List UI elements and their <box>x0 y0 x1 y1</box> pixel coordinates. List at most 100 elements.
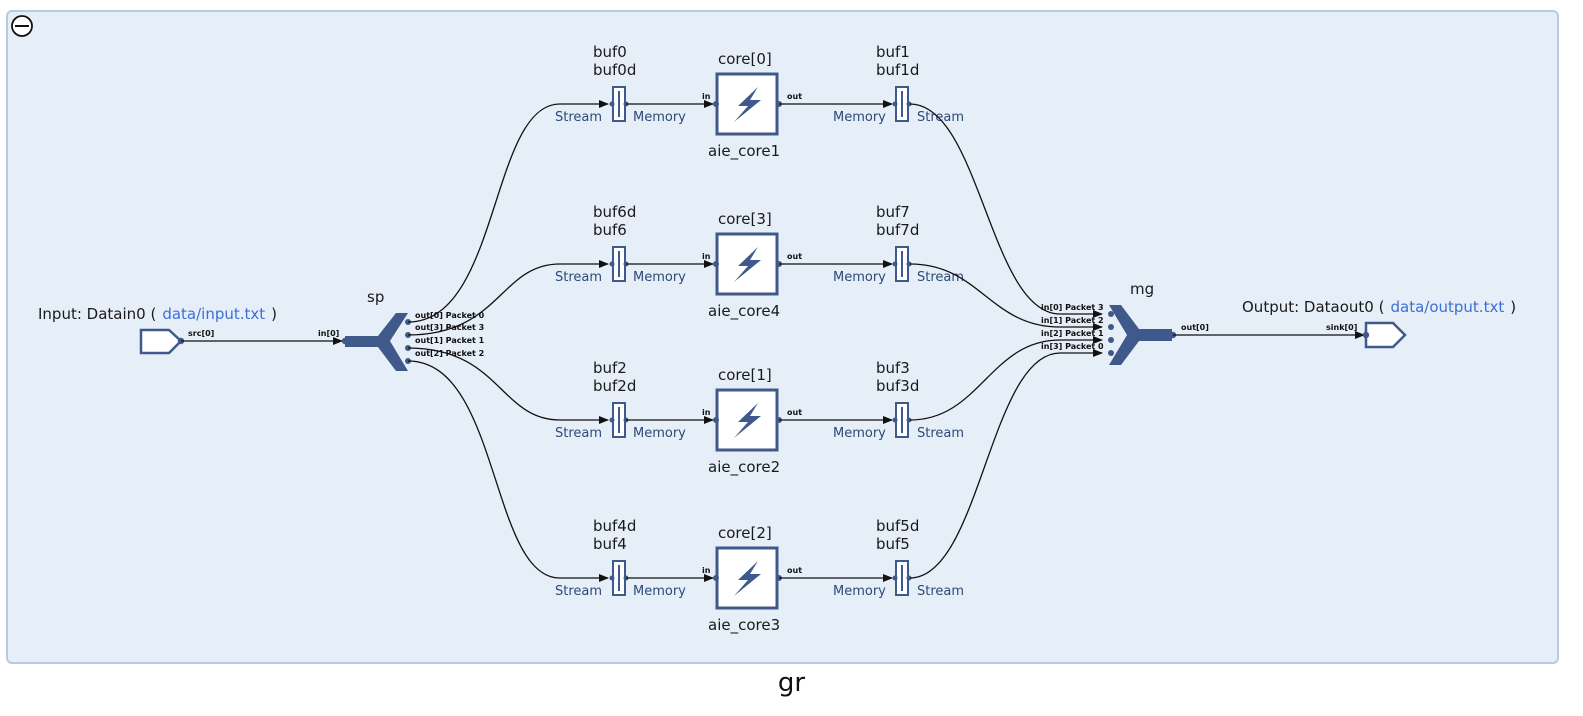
core-label: core[2] <box>718 524 772 542</box>
core-label: core[3] <box>718 210 772 228</box>
edge-splitter-buf2 <box>407 347 609 424</box>
stream-label: Stream <box>555 584 602 599</box>
merger-out-port: out[0] <box>1181 323 1209 332</box>
kernel-name: aie_core3 <box>708 616 780 635</box>
splitter-out-port: out[2] Packet 2 <box>415 349 484 358</box>
memory-label: Memory <box>633 426 686 441</box>
input-buffer-name: buf0d <box>593 61 636 79</box>
lightning-icon <box>734 561 761 596</box>
stream-label: Stream <box>555 270 602 285</box>
edge-splitter-buf6 <box>407 260 609 336</box>
input-node[interactable] <box>139 328 185 355</box>
input-buffer[interactable] <box>609 246 629 282</box>
input-buffer[interactable] <box>609 86 629 122</box>
input-buffer[interactable] <box>609 560 629 596</box>
merger-in-port: in[0] Packet 3 <box>1041 303 1104 312</box>
output-buffer-name: buf7d <box>876 221 919 239</box>
splitter-out-port: out[1] Packet 1 <box>415 336 485 345</box>
lightning-icon <box>734 403 761 438</box>
edge-splitter-buf0 <box>407 100 609 323</box>
merger-node[interactable] <box>1108 305 1177 365</box>
input-label: Input: Datain0 (data/input.txt) <box>38 305 277 323</box>
input-buffer-name: buf2d <box>593 377 636 395</box>
stream-label: Stream <box>917 270 964 285</box>
output-buffer-name: buf3 <box>876 359 910 377</box>
memory-label: Memory <box>833 584 886 599</box>
edge-buf1-merger <box>909 103 1103 318</box>
input-file-link[interactable]: data/input.txt <box>162 305 265 323</box>
input-buffer[interactable] <box>609 402 629 438</box>
memory-label: Memory <box>633 584 686 599</box>
memory-label: Memory <box>633 110 686 125</box>
merger-in-port: in[1] Packet 2 <box>1041 316 1104 325</box>
kernel-out-port: out <box>787 566 802 575</box>
kernel-name: aie_core1 <box>708 142 780 161</box>
kernel-in-port: in <box>702 252 711 261</box>
splitter-node[interactable] <box>341 313 411 371</box>
output-buffer-name: buf7 <box>876 203 910 221</box>
memory-label: Memory <box>833 426 886 441</box>
core-label: core[0] <box>718 50 772 68</box>
kernel-out-port: out <box>787 92 802 101</box>
kernel-node[interactable] <box>713 388 782 452</box>
output-buffer[interactable] <box>892 246 912 282</box>
input-buffer-name: buf0 <box>593 43 627 61</box>
stream-label: Stream <box>555 110 602 125</box>
memory-label: Memory <box>833 270 886 285</box>
input-buffer-name: buf2 <box>593 359 627 377</box>
output-buffer[interactable] <box>892 402 912 438</box>
output-buffer-name: buf5 <box>876 535 910 553</box>
output-file-link[interactable]: data/output.txt <box>1390 298 1504 316</box>
output-buffer-name: buf3d <box>876 377 919 395</box>
lightning-icon <box>734 87 761 122</box>
kernel-in-port: in <box>702 408 711 417</box>
input-buffer-name: buf4d <box>593 517 636 535</box>
output-buffer[interactable] <box>892 560 912 596</box>
memory-label: Memory <box>833 110 886 125</box>
splitter-label: sp <box>367 288 384 306</box>
edge-splitter-buf4 <box>407 360 609 582</box>
input-buffer-name: buf6 <box>593 221 627 239</box>
memory-label: Memory <box>633 270 686 285</box>
splitter-out-port: out[0] Packet 0 <box>415 311 485 320</box>
lightning-icon <box>734 247 761 282</box>
edge-buf5-merger <box>909 349 1103 579</box>
graph-title: gr <box>777 668 806 698</box>
graph-container <box>6 10 1559 664</box>
stream-label: Stream <box>917 110 964 125</box>
merger-label: mg <box>1130 280 1154 298</box>
kernel-name: aie_core2 <box>708 458 780 477</box>
core-label: core[1] <box>718 366 772 384</box>
merger-in-port: in[3] Packet 0 <box>1041 342 1104 351</box>
kernel-in-port: in <box>702 92 711 101</box>
kernel-node[interactable] <box>713 546 782 610</box>
kernel-node[interactable] <box>713 232 782 296</box>
output-buffer-name: buf5d <box>876 517 919 535</box>
input-buffer-name: buf6d <box>593 203 636 221</box>
kernel-node[interactable] <box>713 72 782 136</box>
edge-buf3-merger <box>909 336 1103 421</box>
kernel-out-port: out <box>787 252 802 261</box>
stream-label: Stream <box>917 426 964 441</box>
stream-label: Stream <box>555 426 602 441</box>
merger-in-port: in[2] Packet 1 <box>1041 329 1104 338</box>
stream-label: Stream <box>917 584 964 599</box>
splitter-in-port: in[0] <box>318 329 339 338</box>
kernel-out-port: out <box>787 408 802 417</box>
output-buffer-name: buf1 <box>876 43 910 61</box>
output-label: Output: Dataout0 (data/output.txt) <box>1242 298 1516 316</box>
collapse-icon[interactable] <box>11 15 33 37</box>
input-buffer-name: buf4 <box>593 535 627 553</box>
output-buffer-name: buf1d <box>876 61 919 79</box>
splitter-out-port: out[3] Packet 3 <box>415 323 484 332</box>
output-node[interactable] <box>1362 321 1407 349</box>
output-buffer[interactable] <box>892 86 912 122</box>
input-port-label: src[0] <box>188 329 214 338</box>
output-port-label: sink[0] <box>1326 323 1357 332</box>
edge-buf7-merger <box>909 263 1103 331</box>
